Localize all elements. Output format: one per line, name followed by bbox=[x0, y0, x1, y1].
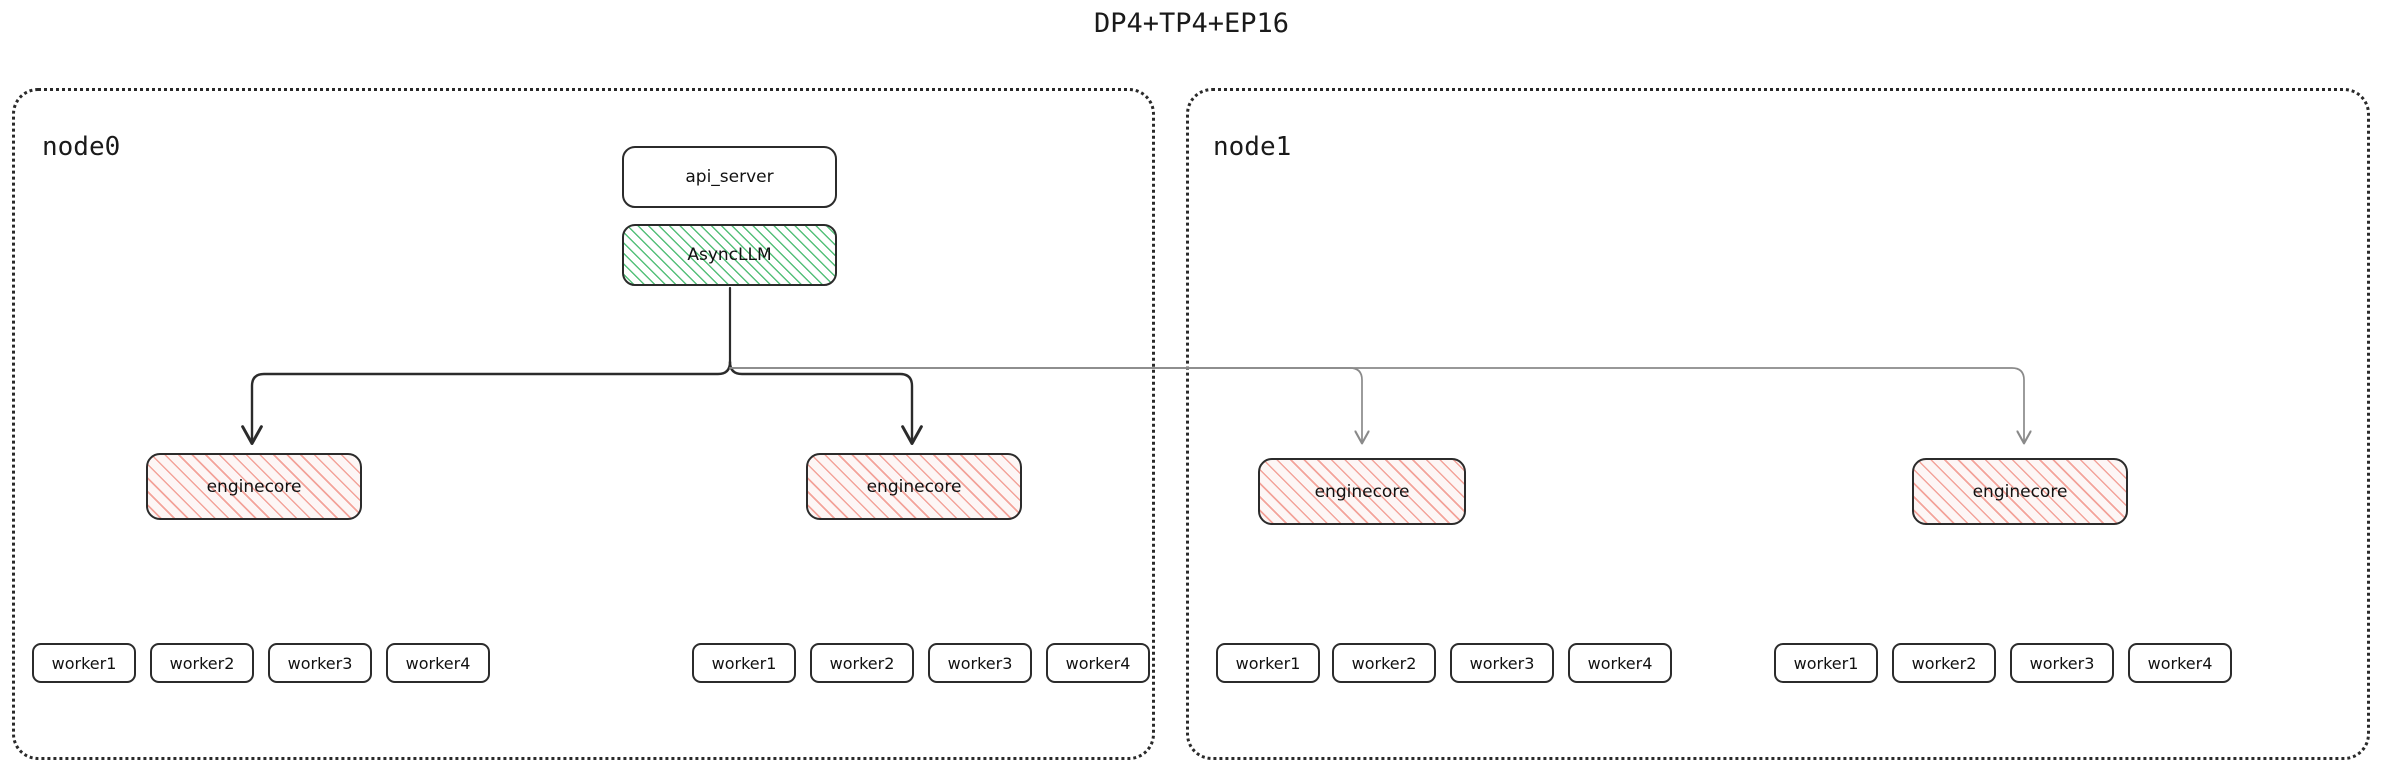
worker-box-node1-0-3[interactable]: worker3 bbox=[1450, 643, 1554, 683]
api-server-box[interactable]: api_server bbox=[622, 146, 837, 208]
worker-label: worker2 bbox=[1911, 653, 1977, 673]
worker-label: worker2 bbox=[169, 653, 235, 673]
worker-box-node0-1-1[interactable]: worker1 bbox=[692, 643, 796, 683]
worker-box-node0-1-4[interactable]: worker4 bbox=[1046, 643, 1150, 683]
enginecore-box-node1-1[interactable]: enginecore bbox=[1912, 458, 2128, 525]
worker-box-node0-0-4[interactable]: worker4 bbox=[386, 643, 490, 683]
worker-label: worker1 bbox=[51, 653, 117, 673]
enginecore-label: enginecore bbox=[1314, 481, 1410, 502]
enginecore-box-node0-0[interactable]: enginecore bbox=[146, 453, 362, 520]
worker-box-node1-0-2[interactable]: worker2 bbox=[1332, 643, 1436, 683]
worker-box-node0-0-3[interactable]: worker3 bbox=[268, 643, 372, 683]
enginecore-box-node1-0[interactable]: enginecore bbox=[1258, 458, 1466, 525]
worker-box-node0-0-2[interactable]: worker2 bbox=[150, 643, 254, 683]
worker-box-node1-0-4[interactable]: worker4 bbox=[1568, 643, 1672, 683]
async-llm-box[interactable]: AsyncLLM bbox=[622, 224, 837, 286]
enginecore-label: enginecore bbox=[206, 476, 302, 497]
node-label-node0: node0 bbox=[42, 132, 121, 162]
async-llm-label: AsyncLLM bbox=[687, 245, 772, 265]
enginecore-box-node0-1[interactable]: enginecore bbox=[806, 453, 1022, 520]
worker-box-node1-1-4[interactable]: worker4 bbox=[2128, 643, 2232, 683]
enginecore-label: enginecore bbox=[866, 476, 962, 497]
worker-box-node0-1-3[interactable]: worker3 bbox=[928, 643, 1032, 683]
worker-label: worker4 bbox=[405, 653, 471, 673]
node-label-node1: node1 bbox=[1213, 132, 1292, 162]
worker-label: worker3 bbox=[2029, 653, 2095, 673]
worker-label: worker1 bbox=[711, 653, 777, 673]
worker-box-node0-0-1[interactable]: worker1 bbox=[32, 643, 136, 683]
worker-label: worker1 bbox=[1235, 653, 1301, 673]
worker-label: worker2 bbox=[829, 653, 895, 673]
worker-box-node1-0-1[interactable]: worker1 bbox=[1216, 643, 1320, 683]
worker-label: worker4 bbox=[1065, 653, 1131, 673]
worker-box-node1-1-2[interactable]: worker2 bbox=[1892, 643, 1996, 683]
api-server-label: api_server bbox=[685, 167, 774, 187]
worker-label: worker3 bbox=[947, 653, 1013, 673]
enginecore-label: enginecore bbox=[1972, 481, 2068, 502]
diagram-title: DP4+TP4+EP16 bbox=[1093, 8, 1290, 39]
worker-label: worker2 bbox=[1351, 653, 1417, 673]
worker-box-node1-1-3[interactable]: worker3 bbox=[2010, 643, 2114, 683]
worker-box-node1-1-1[interactable]: worker1 bbox=[1774, 643, 1878, 683]
worker-box-node0-1-2[interactable]: worker2 bbox=[810, 643, 914, 683]
worker-label: worker1 bbox=[1793, 653, 1859, 673]
worker-label: worker3 bbox=[1469, 653, 1535, 673]
worker-label: worker4 bbox=[2147, 653, 2213, 673]
worker-label: worker3 bbox=[287, 653, 353, 673]
worker-label: worker4 bbox=[1587, 653, 1653, 673]
